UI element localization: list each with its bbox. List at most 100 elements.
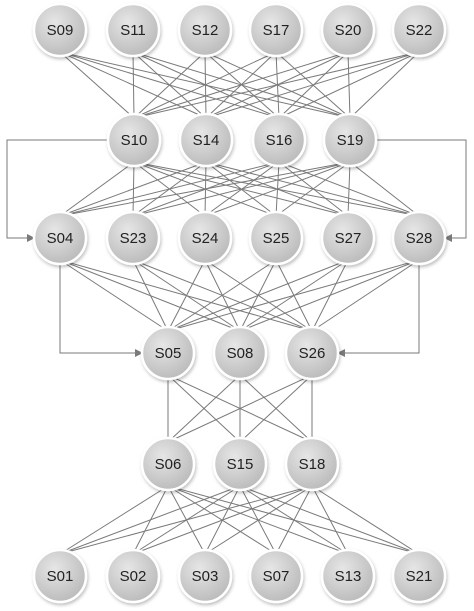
edge-S27-S05 [167,259,349,332]
edge-S22-S19 [349,51,420,119]
edge-S19-S28 [349,161,420,217]
node-s11: S11 [105,2,161,58]
node-label: S21 [406,568,433,585]
node-circle [32,2,88,58]
node-s09: S09 [32,2,88,58]
node-circle [177,548,233,604]
node-s26: S26 [284,325,340,381]
node-circle [212,325,268,381]
node-s18: S18 [284,436,340,492]
node-circle [177,210,233,266]
edge-S18-S01 [59,485,313,555]
node-circle [320,210,376,266]
edge-S28-S05 [167,259,420,332]
node-circle [105,2,161,58]
edge-S25-S05 [167,259,277,332]
node-label: S06 [155,456,182,473]
node-label: S10 [121,132,148,149]
edge-S04-S05 [59,259,169,332]
node-label: S14 [193,132,220,149]
node-circle [32,210,88,266]
node-s17: S17 [248,2,304,58]
node-circle [320,2,376,58]
node-s23: S23 [105,210,161,266]
node-label: S13 [335,568,362,585]
node-s24: S24 [177,210,233,266]
node-circle [284,325,340,381]
node-circle [391,210,447,266]
node-s25: S25 [248,210,304,266]
edge-S19-S23 [132,161,351,217]
bypass-edge-S19-S28 [376,139,467,242]
edge-S22-S10 [133,51,420,119]
node-s01: S01 [32,548,88,604]
edge-S23-S05 [132,259,169,332]
edge-S28-S08 [239,259,420,332]
edge-S19-S04 [59,161,351,217]
node-s02: S02 [105,548,161,604]
edge-S10-S04 [59,161,135,217]
node-s05: S05 [140,325,196,381]
node-label: S01 [47,568,74,585]
edge-S08-S06 [167,374,241,443]
node-s03: S03 [177,548,233,604]
node-label: S09 [47,22,74,39]
bypass-edge-S28-S26 [337,264,420,357]
edge-S09-S10 [59,51,135,119]
edge-S11-S10 [132,51,135,119]
edge-S18-S21 [311,485,420,555]
edge-S22-S16 [278,51,420,119]
node-circle [320,548,376,604]
edge-S19-S24 [204,161,351,217]
node-circle [105,548,161,604]
node-s06: S06 [140,436,196,492]
node-label: S27 [335,230,362,247]
edge-S16-S04 [59,161,280,217]
node-circle [106,112,162,168]
node-circle [284,436,340,492]
node-s16: S16 [251,112,307,168]
edge-S12-S10 [133,51,206,119]
node-s28: S28 [391,210,447,266]
bypass-edges-group [6,139,467,357]
edge-S20-S10 [133,51,349,119]
node-label: S20 [335,22,362,39]
node-label: S04 [47,230,74,247]
node-circle [140,325,196,381]
edge-S17-S10 [133,51,277,119]
node-circle [177,2,233,58]
node-s10: S10 [106,112,162,168]
edge-S15-S01 [59,485,241,555]
node-circle [32,548,88,604]
node-s21: S21 [391,548,447,604]
edge-S19-S25 [275,161,351,217]
edge-S26-S06 [167,374,313,443]
node-s27: S27 [320,210,376,266]
edge-S06-S01 [59,485,169,555]
edge-S22-S14 [205,51,420,119]
edge-S18-S07 [275,485,313,555]
node-circle [248,2,304,58]
edge-S28-S26 [311,259,420,332]
node-label: S11 [120,22,146,39]
node-label: S02 [120,568,147,585]
node-label: S26 [299,345,326,362]
node-circle [178,112,234,168]
node-s08: S08 [212,325,268,381]
node-circle [322,112,378,168]
bypass-edge-S04-S05 [59,264,143,357]
node-label: S12 [192,22,219,39]
node-circle [248,548,304,604]
node-label: S24 [192,230,219,247]
node-label: S23 [120,230,147,247]
node-s13: S13 [320,548,376,604]
node-label: S07 [263,568,290,585]
node-circle [248,210,304,266]
node-label: S28 [406,230,433,247]
node-label: S03 [192,568,219,585]
node-label: S15 [227,456,254,473]
node-s14: S14 [178,112,234,168]
node-label: S05 [155,345,182,362]
